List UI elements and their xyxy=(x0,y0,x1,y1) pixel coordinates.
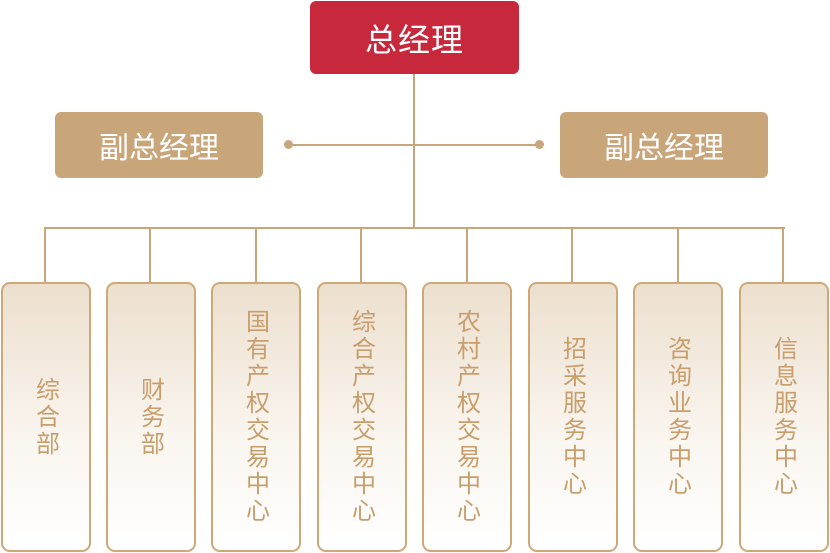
deputy-manager-label: 副总经理 xyxy=(99,131,219,166)
connector-dot xyxy=(535,140,544,149)
connector-line xyxy=(44,227,785,229)
deputy-manager-box: 副总经理 xyxy=(560,112,768,178)
connector-line xyxy=(466,227,468,283)
connector-dot xyxy=(284,140,293,149)
department-box: 国有产权交易中心 xyxy=(211,282,301,552)
department-label: 信息服务中心 xyxy=(769,336,798,498)
department-box: 综合部 xyxy=(1,282,91,552)
connector-line xyxy=(149,227,151,283)
connector-line xyxy=(677,227,679,283)
department-box: 财务部 xyxy=(106,282,196,552)
department-label: 招采服务中心 xyxy=(558,336,587,498)
department-box: 信息服务中心 xyxy=(739,282,829,552)
department-label: 综合产权交易中心 xyxy=(347,309,376,525)
department-box: 咨询业务中心 xyxy=(633,282,723,552)
deputy-manager-box: 副总经理 xyxy=(55,112,263,178)
connector-line xyxy=(44,227,46,283)
general-manager-box: 总经理 xyxy=(310,1,519,74)
general-manager-label: 总经理 xyxy=(364,20,464,59)
deputy-manager-label: 副总经理 xyxy=(604,131,724,166)
connector-line xyxy=(571,227,573,283)
connector-line xyxy=(782,227,784,283)
department-label: 财务部 xyxy=(136,376,165,458)
department-label: 综合部 xyxy=(31,376,60,458)
department-label: 国有产权交易中心 xyxy=(241,309,270,525)
department-box: 农村产权交易中心 xyxy=(422,282,512,552)
department-label: 咨询业务中心 xyxy=(663,336,692,498)
department-box: 综合产权交易中心 xyxy=(317,282,407,552)
connector-line xyxy=(413,74,415,229)
connector-line xyxy=(255,227,257,283)
department-label: 农村产权交易中心 xyxy=(452,309,481,525)
connector-line xyxy=(360,227,362,283)
connector-line xyxy=(290,144,540,146)
department-box: 招采服务中心 xyxy=(528,282,618,552)
